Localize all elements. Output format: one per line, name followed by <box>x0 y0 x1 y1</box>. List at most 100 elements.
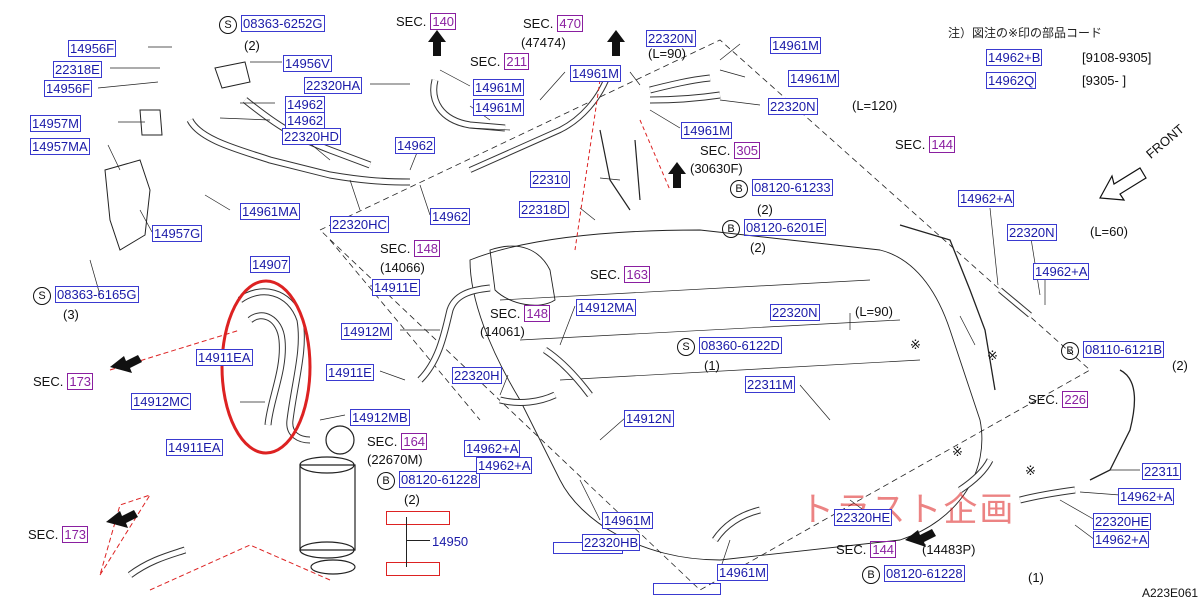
part-14956f-top[interactable]: 14956F <box>68 40 117 57</box>
text-l90-top: (L=90) <box>648 46 686 61</box>
part-14911ea[interactable]: 14911EA <box>166 439 223 456</box>
qty-1-a: (1) <box>704 358 720 373</box>
sec-148-b[interactable]: SEC.148 <box>490 305 551 322</box>
qty-2-e: (2) <box>404 492 420 507</box>
sec-163[interactable]: SEC.163 <box>590 266 651 283</box>
front-arrow <box>1099 167 1147 201</box>
text-l90-mid: (L=90) <box>855 304 893 319</box>
note-code-2[interactable]: 14962Q <box>986 72 1037 89</box>
part-22320n-right[interactable]: 22320N <box>768 98 818 115</box>
note-range-1: [9108-9305] <box>1082 50 1152 65</box>
part-14961m-e[interactable]: 14961M <box>788 70 839 87</box>
sec-173-a[interactable]: SEC.173 <box>33 373 94 390</box>
part-14962a-low[interactable]: 14962+A <box>476 457 533 474</box>
sec-140[interactable]: SEC.140 <box>396 13 457 30</box>
part-22320he-right[interactable]: 22320HE <box>1093 513 1152 530</box>
highlight-circle <box>220 279 312 455</box>
part-14961m-b[interactable]: 14961M <box>473 99 524 116</box>
reference-code: A223E061 <box>1142 586 1199 600</box>
sec-226[interactable]: SEC.226 <box>1028 391 1089 408</box>
part-22320hc[interactable]: 22320HC <box>330 216 389 233</box>
part-22320n-mid[interactable]: 22320N <box>770 304 820 321</box>
part-22320n-top[interactable]: 22320N <box>646 30 696 47</box>
part-22310[interactable]: 22310 <box>530 171 571 188</box>
part-14962a-top[interactable]: 14962+A <box>958 190 1015 207</box>
note-title: 注）図注の※印の部品コード <box>948 26 1103 40</box>
sec-144-bottom[interactable]: SEC.144 <box>836 541 897 558</box>
sec-144-top[interactable]: SEC.144 <box>895 136 956 153</box>
text-l60: (L=60) <box>1090 224 1128 239</box>
part-14912mb[interactable]: 14912MB <box>350 409 410 426</box>
text-22670m: (22670M) <box>367 452 423 467</box>
text-l120: (L=120) <box>852 98 898 113</box>
part-22318e[interactable]: 22318E <box>53 61 102 78</box>
part-14962a-mid[interactable]: 14962+A <box>464 440 521 457</box>
part-22320h[interactable]: 22320H <box>452 367 502 384</box>
sec-211[interactable]: SEC.211 <box>470 53 530 70</box>
text-47474: (47474) <box>521 35 566 50</box>
part-14912ma[interactable]: 14912MA <box>576 299 636 316</box>
part-14962-a[interactable]: 14962 <box>285 96 326 113</box>
part-22320hd[interactable]: 22320HD <box>282 128 341 145</box>
sec-470[interactable]: SEC.470 <box>523 15 584 32</box>
part-22311[interactable]: 22311 <box>1142 463 1182 480</box>
part-14962-b[interactable]: 14962 <box>285 112 326 129</box>
star-mark-1: ※ <box>910 337 921 352</box>
part-14962a-far-right[interactable]: 14962+A <box>1118 488 1175 505</box>
part-14961m-h[interactable]: 14961M <box>717 564 768 581</box>
part-14961m-f[interactable]: 14961M <box>681 122 732 139</box>
star-mark-4: ※ <box>1025 463 1036 478</box>
watermark: トラスト企画 <box>800 490 1016 530</box>
part-22320he-center[interactable]: 22320HE <box>834 509 893 526</box>
part-22320ha[interactable]: 22320HA <box>304 77 363 94</box>
sec-164[interactable]: SEC.164 <box>367 433 428 450</box>
qty-2-d: (2) <box>1172 358 1188 373</box>
part-14912n[interactable]: 14912N <box>624 410 674 427</box>
part-14961m-g[interactable]: 14961M <box>602 512 653 529</box>
part-22320hb[interactable]: 22320HB <box>582 534 641 551</box>
sec-305[interactable]: SEC.305 <box>700 142 761 159</box>
part-14912mc[interactable]: 14912MC <box>131 393 192 410</box>
part-22320n-l60[interactable]: 22320N <box>1007 224 1057 241</box>
part-14962-c[interactable]: 14962 <box>430 208 471 225</box>
qty-2-a: (2) <box>244 38 260 53</box>
part-14961ma[interactable]: 14961MA <box>240 203 300 220</box>
part-14950[interactable]: 14950 <box>432 534 469 549</box>
part-14911ea-top[interactable]: 14911EA <box>196 349 253 366</box>
empty-label-box-b <box>653 583 721 595</box>
part-14907[interactable]: 14907 <box>250 256 291 273</box>
part-22311m[interactable]: 22311M <box>745 376 796 393</box>
part-14911e-top[interactable]: 14911E <box>372 279 420 296</box>
part-14956v[interactable]: 14956V <box>283 55 332 72</box>
part-14961m-c[interactable]: 14961M <box>570 65 621 82</box>
part-14957m[interactable]: 14957M <box>30 115 81 132</box>
part-14962a-bottom[interactable]: 14962+A <box>1093 531 1150 548</box>
part-14962-d[interactable]: 14962 <box>395 137 436 154</box>
part-22318d[interactable]: 22318D <box>519 201 569 218</box>
part-14956f[interactable]: 14956F <box>44 80 93 97</box>
part-14957ma[interactable]: 14957MA <box>30 138 90 155</box>
part-14912m[interactable]: 14912M <box>341 323 392 340</box>
sec-173-b[interactable]: SEC.173 <box>28 526 89 543</box>
note-code-1[interactable]: 14962+B <box>986 49 1043 66</box>
part-14961m-d[interactable]: 14961M <box>770 37 821 54</box>
part-14961m-a[interactable]: 14961M <box>473 79 524 96</box>
part-14911e[interactable]: 14911E <box>326 364 374 381</box>
note-range-2: [9305- ] <box>1082 73 1127 88</box>
part-14957g[interactable]: 14957G <box>152 225 203 242</box>
bracket-14950-tick <box>406 540 430 542</box>
sec-148-a[interactable]: SEC.148 <box>380 240 441 257</box>
direction-arrows <box>106 30 936 547</box>
red-box-upper <box>386 511 450 525</box>
qty-3: (3) <box>63 307 79 322</box>
part-14962a-right[interactable]: 14962+A <box>1033 263 1090 280</box>
